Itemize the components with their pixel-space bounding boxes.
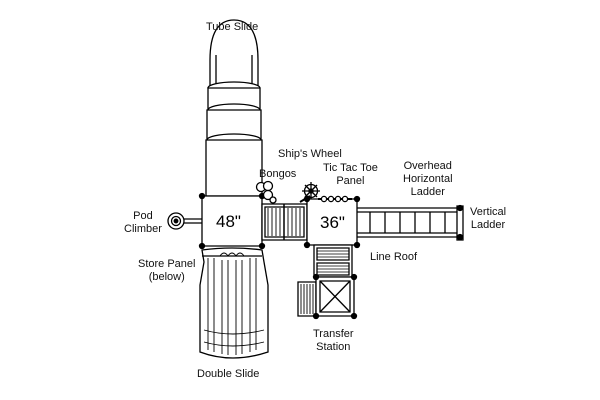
- bongos-label: Bongos: [259, 168, 297, 180]
- vertical-ladder: [457, 206, 463, 241]
- deck-36: [305, 197, 360, 248]
- overhead-horizontal-ladder: [357, 208, 460, 237]
- deck-36-height: 36": [320, 213, 345, 232]
- tic-tac-toe-label: Tic Tac Toe Panel: [323, 162, 378, 187]
- pod-climber: [168, 213, 202, 229]
- tic-tac-toe-panel: [318, 196, 352, 201]
- transfer-station-label: Transfer Station: [313, 328, 354, 353]
- store-panel-label: Store Panel (below): [138, 258, 196, 283]
- steps: [314, 245, 352, 277]
- double-slide-label: Double Slide: [197, 368, 260, 380]
- deck-48-height: 48": [216, 212, 241, 231]
- vertical-ladder-label: Vertical Ladder: [470, 206, 507, 231]
- double-slide: [200, 248, 268, 358]
- ships-wheel-icon: [300, 182, 320, 202]
- overhead-ladder-label: Overhead Horizontal Ladder: [403, 160, 453, 198]
- line-roof-label: Line Roof: [370, 251, 418, 263]
- center-link: [262, 204, 307, 240]
- bongos-icon: [257, 182, 277, 204]
- ships-wheel-label: Ship's Wheel: [278, 148, 342, 160]
- pod-climber-label: Pod Climber: [124, 210, 162, 235]
- transfer-station: [298, 275, 357, 319]
- tube-slide-label: Tube Slide: [206, 21, 259, 33]
- tube-slide: [206, 20, 262, 199]
